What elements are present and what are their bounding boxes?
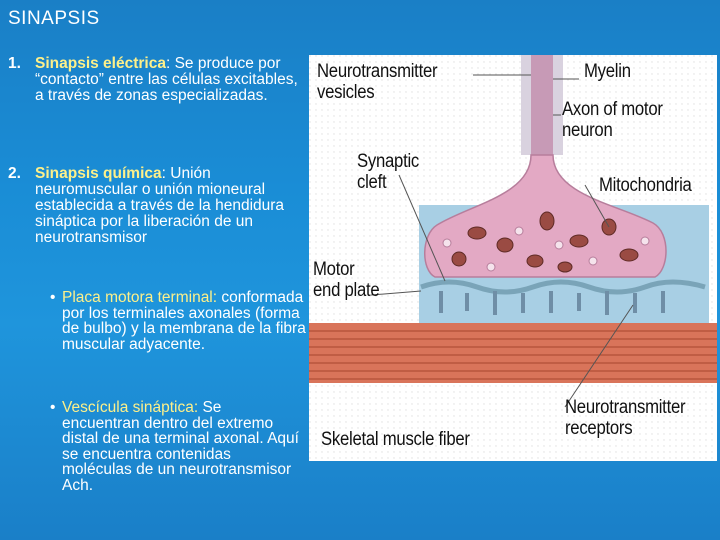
bullet-term: Vescícula sináptica: xyxy=(62,399,199,416)
label-mitochondria: Mitochondria xyxy=(599,175,692,196)
leader-lines xyxy=(370,74,634,408)
label-synaptic-cleft: Synaptic cleft xyxy=(357,151,420,193)
muscle-fiber xyxy=(309,323,717,383)
item-text: : Unión neuromuscular o unión mioneural … xyxy=(35,165,285,246)
bullet-text: conformada por los terminales axonales (… xyxy=(62,289,306,353)
label-skeletal-muscle-fiber: Skeletal muscle fiber xyxy=(321,429,470,450)
slide-title: SINAPSIS xyxy=(8,8,100,29)
item-text: : Se produce por “contacto” entre las cé… xyxy=(35,55,298,104)
bullet-icon: • xyxy=(50,289,56,306)
axon xyxy=(531,55,553,165)
item-term: Sinapsis química xyxy=(35,165,162,182)
vesicle-group xyxy=(442,226,650,272)
item-number: 1. xyxy=(8,55,21,72)
bullet-synaptic-vesicle: • Vescícula sináptica: Se encuentran den… xyxy=(50,400,300,493)
item-term: Sinapsis eléctrica xyxy=(35,55,166,72)
mitochondria-group xyxy=(451,211,639,273)
bullet-icon: • xyxy=(50,399,56,416)
label-motor-end-plate: Motor end plate xyxy=(313,259,380,301)
postsynaptic-membrane xyxy=(420,279,706,295)
bullet-text: Se encuentran dentro del extremo distal … xyxy=(62,399,299,494)
list-item-chemical-synapse: 2. Sinapsis química: Unión neuromuscular… xyxy=(8,166,298,246)
label-myelin: Myelin xyxy=(584,61,631,82)
item-number: 2. xyxy=(8,165,21,182)
label-neurotransmitter-vesicles: Neurotransmitter vesicles xyxy=(317,61,438,103)
bullet-term: Placa motora terminal: xyxy=(62,289,218,306)
list-item-electrical-synapse: 1. Sinapsis eléctrica: Se produce por “c… xyxy=(8,56,298,104)
label-neurotransmitter-receptors: Neurotransmitter receptors xyxy=(565,397,686,439)
label-axon-of-motor-neuron: Axon of motor neuron xyxy=(562,99,663,141)
synapse-illustration xyxy=(309,55,717,461)
receptor-group xyxy=(439,291,665,315)
synapse-diagram: Neurotransmitter vesicles Myelin Axon of… xyxy=(309,55,717,461)
muscle-striations xyxy=(309,330,717,380)
bullet-motor-end-plate: • Placa motora terminal: conformada por … xyxy=(50,290,308,352)
